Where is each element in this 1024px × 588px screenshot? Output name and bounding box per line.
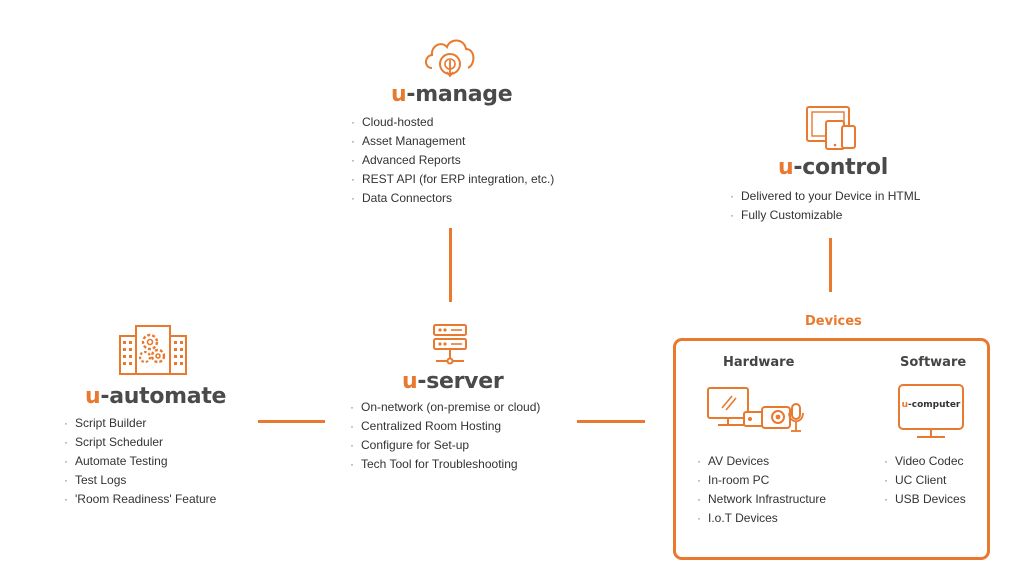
list-item: Centralized Room Hosting xyxy=(350,417,540,436)
u-server-features: On-network (on-premise or cloud) Central… xyxy=(350,398,540,474)
connector-control-devices xyxy=(829,238,832,292)
software-title: Software xyxy=(900,355,967,370)
devices-box xyxy=(673,338,990,560)
u-automate-features: Script Builder Script Scheduler Automate… xyxy=(64,414,216,509)
server-rack-icon xyxy=(433,324,467,365)
list-item: I.o.T Devices xyxy=(697,509,826,528)
list-item: 'Room Readiness' Feature xyxy=(64,490,216,509)
list-item: REST API (for ERP integration, etc.) xyxy=(351,170,554,189)
list-item: UC Client xyxy=(884,471,966,490)
list-item: Advanced Reports xyxy=(351,151,554,170)
u-control-features: Delivered to your Device in HTML Fully C… xyxy=(730,187,920,225)
list-item: Tech Tool for Troubleshooting xyxy=(350,455,540,474)
list-item: Network Infrastructure xyxy=(697,490,826,509)
list-item: USB Devices xyxy=(884,490,966,509)
hardware-list: AV Devices In-room PC Network Infrastruc… xyxy=(697,452,826,528)
list-item: Script Scheduler xyxy=(64,433,216,452)
list-item: Data Connectors xyxy=(351,189,554,208)
devices-title: Devices xyxy=(805,314,862,329)
tablet-phone-icon xyxy=(806,106,856,150)
software-list: Video Codec UC Client USB Devices xyxy=(884,452,966,509)
cloud-touch-icon xyxy=(425,39,475,78)
av-hardware-icon xyxy=(707,387,804,432)
u-automate-title: u-automate xyxy=(85,384,227,409)
list-item: Automate Testing xyxy=(64,452,216,471)
list-item: Test Logs xyxy=(64,471,216,490)
hardware-title: Hardware xyxy=(723,355,795,370)
connector-server-devices xyxy=(577,420,645,423)
u-server-title: u-server xyxy=(402,369,504,394)
list-item: On-network (on-premise or cloud) xyxy=(350,398,540,417)
building-gears-icon xyxy=(119,325,187,375)
list-item: Fully Customizable xyxy=(730,206,920,225)
u-manage-title: u-manage xyxy=(391,82,513,107)
connector-manage-server xyxy=(449,228,452,302)
list-item: Configure for Set-up xyxy=(350,436,540,455)
list-item: Asset Management xyxy=(351,132,554,151)
list-item: Video Codec xyxy=(884,452,966,471)
monitor-icon: u-computer xyxy=(897,383,965,441)
list-item: Script Builder xyxy=(64,414,216,433)
list-item: In-room PC xyxy=(697,471,826,490)
connector-automate-server xyxy=(258,420,325,423)
u-manage-features: Cloud-hosted Asset Management Advanced R… xyxy=(351,113,554,208)
list-item: Delivered to your Device in HTML xyxy=(730,187,920,206)
list-item: Cloud-hosted xyxy=(351,113,554,132)
list-item: AV Devices xyxy=(697,452,826,471)
monitor-screen-label: u-computer xyxy=(901,400,961,410)
u-control-title: u-control xyxy=(778,155,888,180)
